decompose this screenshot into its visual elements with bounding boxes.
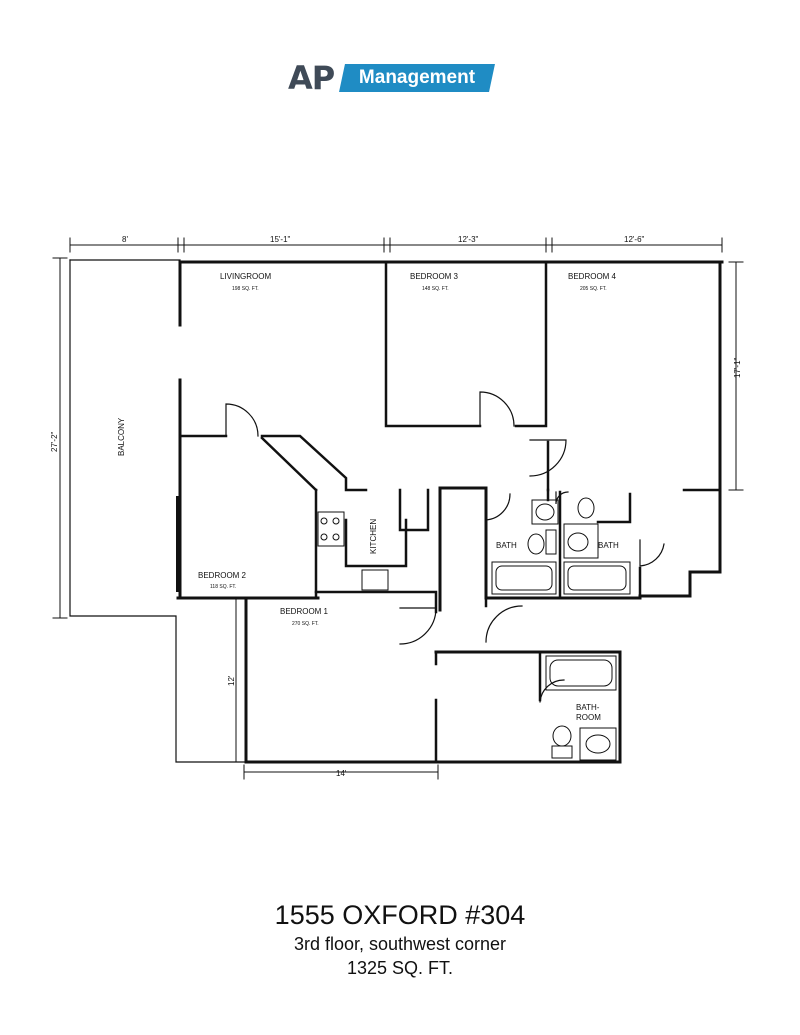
- room-label-bedroom-2: BEDROOM 2: [198, 571, 247, 580]
- room-area-livingroom: 198 SQ. FT.: [232, 286, 259, 292]
- room-label-bath-left: BATH: [496, 541, 517, 550]
- dimension-bedroom-1-height: 12': [227, 675, 236, 686]
- door-swings: [225, 391, 665, 703]
- room-area-bedroom-1: 270 SQ. FT.: [292, 621, 319, 627]
- room-label-kitchen: KITCHEN: [369, 519, 378, 554]
- room-area-bedroom-2: 118 SQ. FT.: [210, 584, 236, 590]
- dimension-top-living: 15'-1": [270, 235, 291, 244]
- unit-address: 1555 OXFORD #304: [274, 900, 526, 930]
- room-label-bath-right: BATH: [598, 541, 619, 550]
- ap-management-logo: AP Management: [288, 60, 498, 96]
- room-area-bedroom-3: 148 SQ. FT.: [422, 286, 449, 292]
- room-label-bedroom-1: BEDROOM 1: [280, 607, 329, 616]
- listing-footer: 1555 OXFORD #304 3rd floor, southwest co…: [0, 898, 800, 980]
- balcony-outline: [69, 259, 247, 763]
- logo-brand: AP: [288, 59, 335, 97]
- room-label-bedroom-3: BEDROOM 3: [410, 272, 459, 281]
- room-label-livingroom: LIVINGROOM: [220, 272, 271, 281]
- unit-location: 3rd floor, southwest corner: [293, 934, 507, 954]
- dimension-top-bedroom-4: 12'-6": [624, 235, 645, 244]
- unit-area: 1325 SQ. FT.: [346, 958, 454, 978]
- room-area-bedroom-4: 205 SQ. FT.: [580, 286, 607, 292]
- interior-walls: [176, 260, 722, 764]
- room-label-balcony: BALCONY: [117, 417, 126, 456]
- dimension-bedroom-1-width: 14': [336, 769, 347, 778]
- dimension-top-balcony: 8': [122, 235, 128, 244]
- dimension-right-bedroom-4: 17'-1": [733, 357, 742, 378]
- room-label-bedroom-4: BEDROOM 4: [568, 272, 617, 281]
- room-label-bathroom-line2: ROOM: [576, 713, 601, 722]
- fixtures: [317, 497, 631, 761]
- exterior-walls: [176, 260, 724, 764]
- room-label-bathroom-line1: BATH-: [576, 703, 600, 712]
- dimension-left-total: 27'-2": [50, 431, 59, 452]
- dimension-lines: [52, 237, 744, 780]
- dimension-top-bedroom-3: 12'-3": [458, 235, 479, 244]
